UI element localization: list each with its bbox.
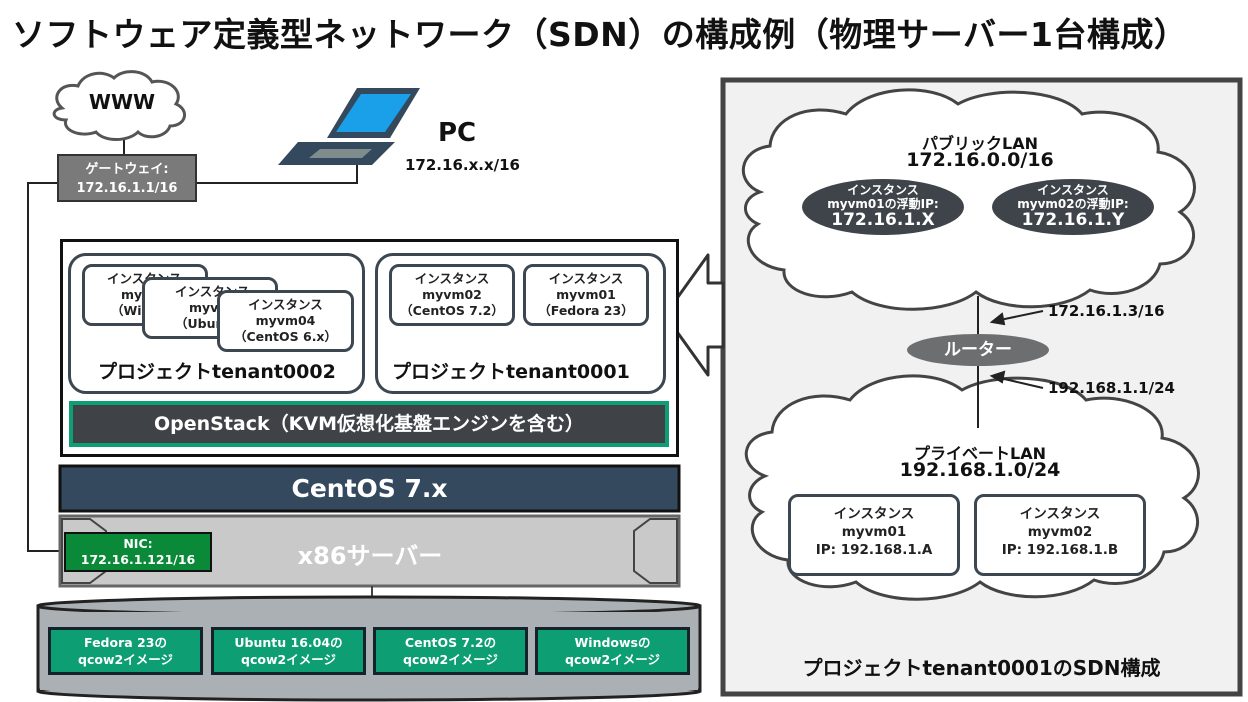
ip-pointer-arrows (989, 310, 1044, 389)
www-cloud (52, 70, 186, 141)
router-node: ルーター (907, 334, 1049, 366)
router-private-ip: 192.168.1.1/24 (1048, 379, 1175, 397)
project-tenant0001-label: プロジェクトtenant0001 (392, 361, 630, 383)
laptop-icon (278, 88, 420, 165)
project-tenant0002-label: プロジェクトtenant0002 (98, 361, 336, 383)
instance-card-myvm04: インスタンス myvm04 （CentOS 6.x） (217, 290, 354, 352)
private-lan-cidr: 192.168.1.0/24 (899, 459, 1061, 481)
public-lan-cloud (742, 88, 1196, 311)
public-lan-label: パブリックLAN (922, 134, 1038, 153)
detail-arrow (663, 253, 725, 377)
pc-ip: 172.16.x.x/16 (405, 156, 520, 174)
instance-card-myvm01: インスタンス myvm01 （Fedora 23） (523, 264, 649, 326)
diagram-title: ソフトウェア定義型ネットワーク（SDN）の構成例（物理サーバー1台構成） (12, 15, 1188, 54)
server-label: x86サーバー (297, 542, 443, 570)
www-label: WWW (88, 90, 156, 114)
floating-ip-myvm02: インスタンス myvm02の浮動IP: 172.16.1.Y (992, 179, 1154, 235)
instance-card-myvm02: インスタンス myvm02 （CentOS 7.2） (389, 264, 515, 326)
pc-label: PC (438, 118, 477, 148)
gateway-label: ゲートウェイ: (85, 162, 169, 177)
gateway-box: ゲートウェイ: 172.16.1.1/16 (57, 154, 197, 202)
public-lan-cidr: 172.16.0.0/16 (906, 149, 1054, 171)
private-lan-label: プライベートLAN (914, 444, 1046, 463)
router-public-ip: 172.16.1.3/16 (1048, 302, 1165, 320)
sdn-caption: プロジェクトtenant0001のSDN構成 (802, 656, 1161, 680)
nic-box: NIC: 172.16.1.121/16 (64, 532, 212, 572)
floating-ip-myvm01: インスタンス myvm01の浮動IP: 172.16.1.X (802, 179, 964, 235)
centos-bar (58, 464, 681, 513)
private-instance-myvm01: インスタンス myvm01 IP: 192.168.1.A (788, 494, 960, 576)
centos-label: CentOS 7.x (291, 474, 448, 503)
openstack-bar: OpenStack（KVM仮想化基盤エンジンを含む） (69, 401, 669, 447)
gateway-ip: 172.16.1.1/16 (76, 181, 178, 196)
private-instance-myvm02: インスタンス myvm02 IP: 192.168.1.B (974, 494, 1146, 576)
